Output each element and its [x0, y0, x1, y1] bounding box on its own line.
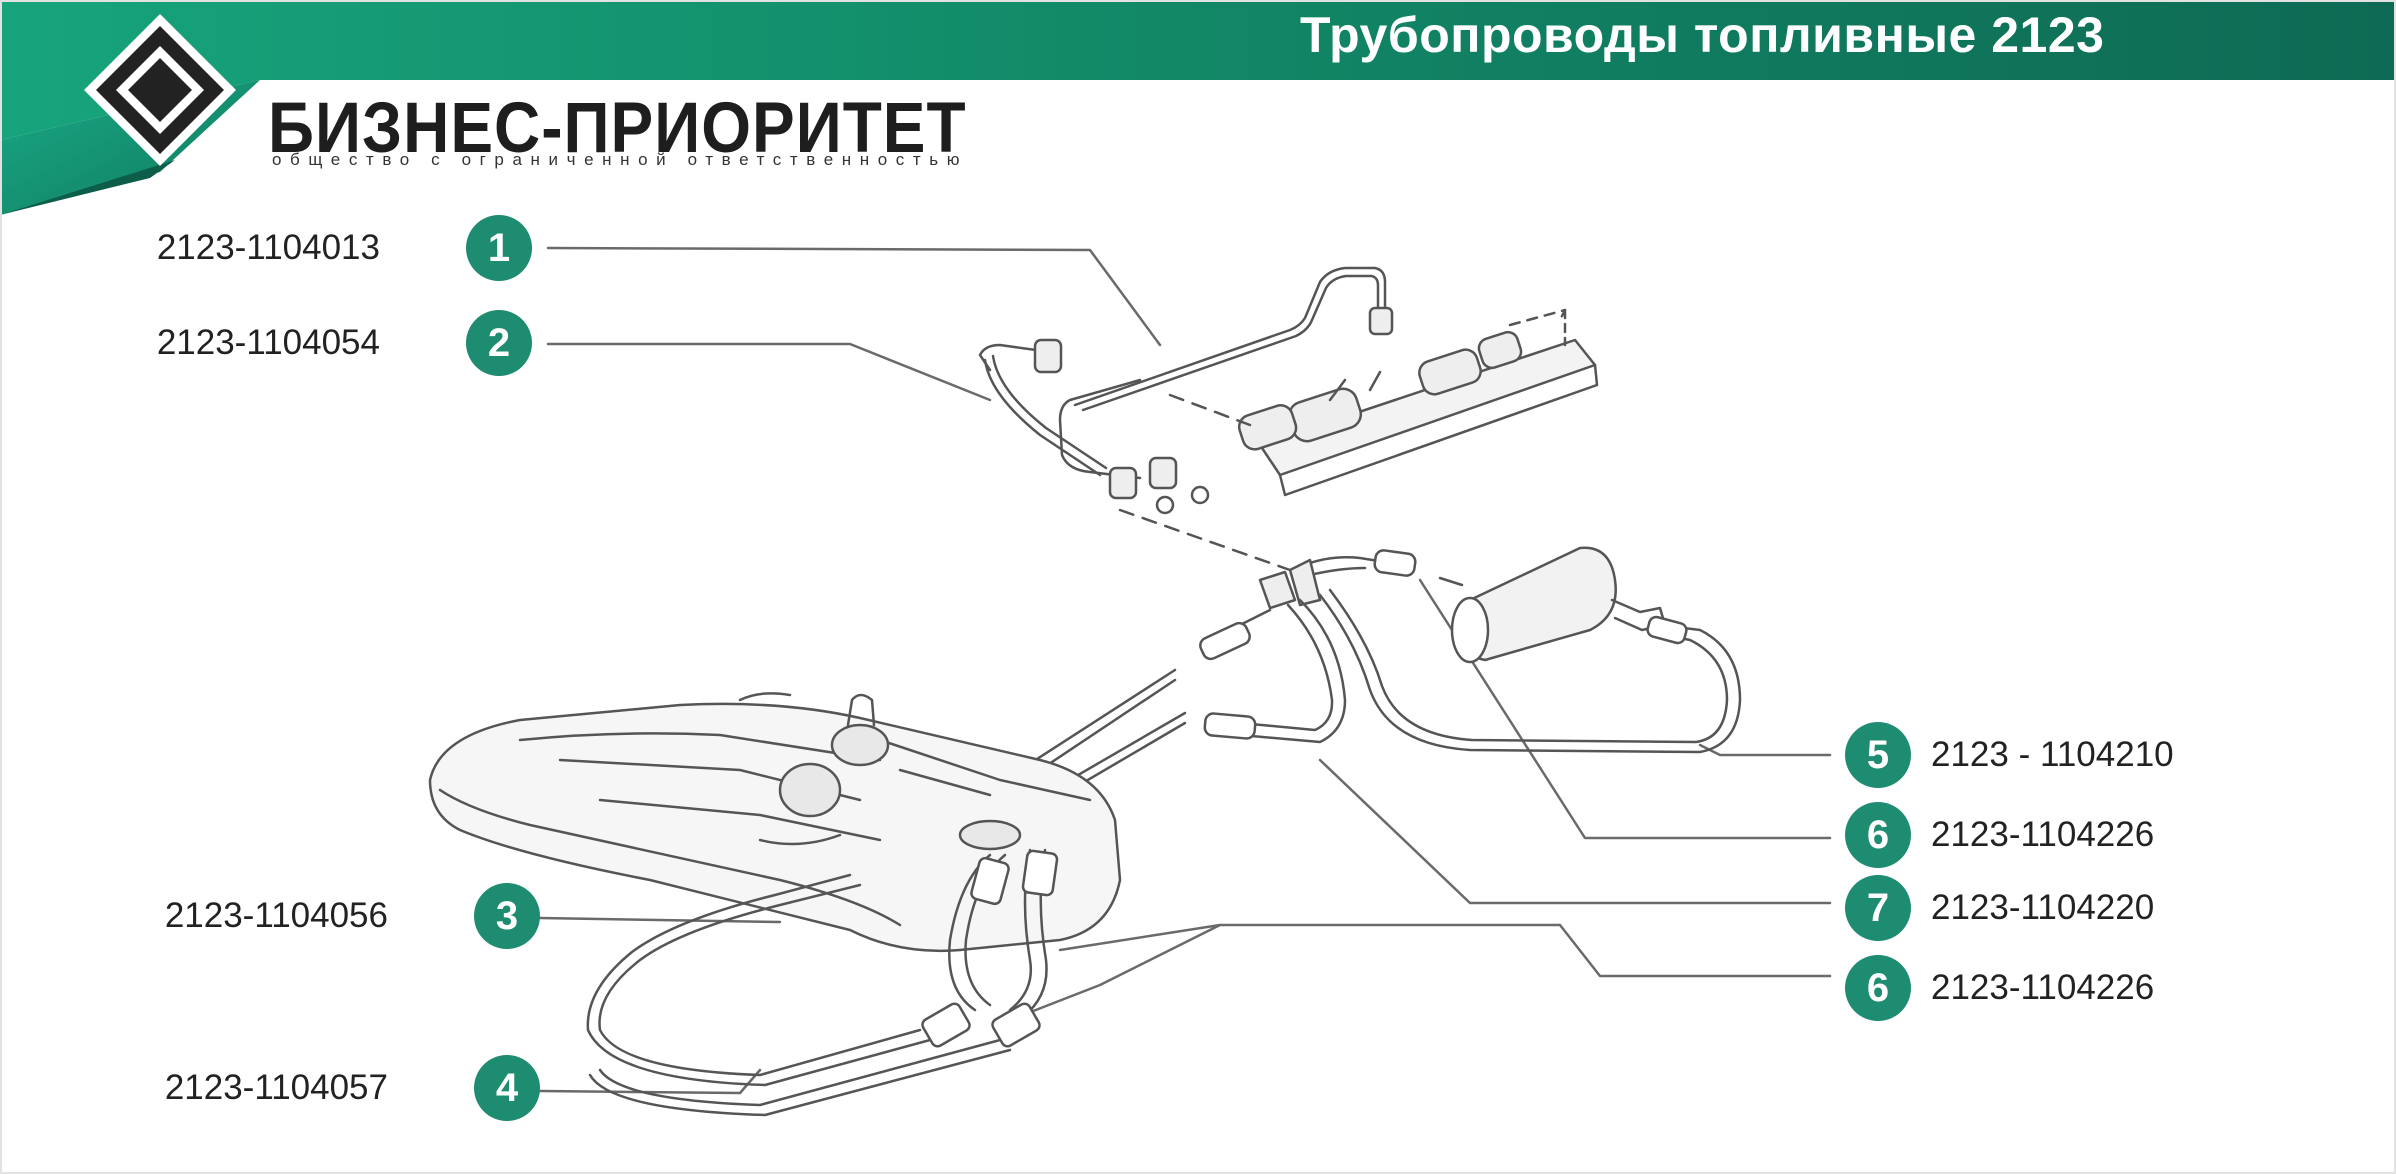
callout-number-badge: 6	[1845, 802, 1911, 868]
part-number: 2123-1104226	[1931, 968, 2155, 1007]
callout-number-badge: 5	[1845, 722, 1911, 788]
callout-number-badge: 4	[474, 1055, 540, 1121]
long-lines	[586, 873, 1012, 1117]
part-number: 2123-1104220	[1931, 888, 2155, 927]
part-number: 2123-1104054	[156, 323, 380, 362]
part-number: 2123-1104056	[164, 896, 388, 935]
brand-name: БИЗНЕС-ПРИОРИТЕТ	[268, 87, 967, 168]
callout-number-badge: 1	[466, 215, 532, 281]
brand-subtitle: общество с ограниченной ответственностью	[272, 150, 969, 169]
fuel-tank	[428, 692, 1122, 953]
brand-logo-icon	[84, 14, 236, 166]
fuel-filter	[1438, 546, 1667, 664]
fuel-rail	[1237, 308, 1599, 497]
part-number: 2123 - 1104210	[1931, 735, 2174, 774]
callout-number-badge: 2	[466, 310, 532, 376]
part-number: 2123-1104226	[1931, 815, 2155, 854]
part-number: 2123-1104013	[156, 228, 380, 267]
header-band	[0, 0, 2396, 140]
callout-number-badge: 3	[474, 883, 540, 949]
filter-hoses	[1258, 549, 1742, 754]
tank-hoses	[921, 848, 1059, 1048]
callout-number-badge: 7	[1845, 875, 1911, 941]
pipe-2-upper	[978, 338, 1210, 515]
leader-lines	[538, 246, 1832, 1095]
fuel-system-drawing	[428, 246, 1832, 1117]
part-number: 2123-1104057	[164, 1068, 388, 1107]
page-title: Трубопроводы топливные 2123	[1300, 7, 2105, 63]
callout-number-badge: 6	[1845, 955, 1911, 1021]
